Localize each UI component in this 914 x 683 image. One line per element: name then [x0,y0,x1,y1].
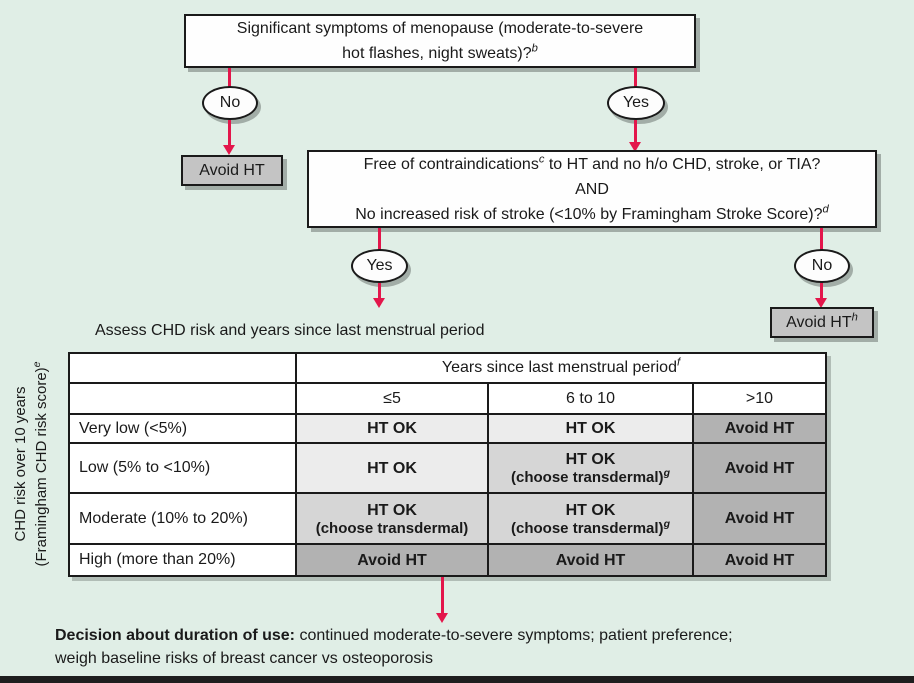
footnote-sup-h: h [851,311,858,324]
row-label-very-low: Very low (<5%) [68,413,297,444]
row-label-moderate: Moderate (10% to 20%) [68,492,297,545]
table-row: Low (5% to <10%) HT OK HT OK (choose tra… [68,442,827,494]
chd-risk-table: Years since last menstrual periodf ≤5 6 … [68,352,827,577]
cell-verylow-6to10: HT OK [487,413,694,444]
cell-moderate-gt10: Avoid HT [692,492,827,545]
table-row: Moderate (10% to 20%) HT OK (choose tran… [68,492,827,545]
connector-line [228,68,231,87]
cell-high-6to10: Avoid HT [487,543,694,577]
table-row: High (more than 20%) Avoid HT Avoid HT A… [68,543,827,577]
connector-line [378,228,381,250]
table-corner-cell [68,382,297,415]
footnote-sup-d: d [822,203,829,216]
side-label-line2: (Framingham CHD risk score)e [31,361,50,567]
question1-line2: hot flashes, night sweats)?b [342,42,538,62]
connector-line [634,120,637,144]
row-label-high: High (more than 20%) [68,543,297,577]
connector-line [441,577,444,615]
table-corner-cell [68,352,297,384]
col-header-le5: ≤5 [295,382,489,415]
connector-line [634,68,637,87]
cell-moderate-le5: HT OK (choose transdermal) [295,492,489,545]
yes-oval-top: Yes [607,86,665,120]
cell-low-6to10: HT OK (choose transdermal)g [487,442,694,494]
col-header-gt10: >10 [692,382,827,415]
duration-note-rest: continued moderate-to-severe symptoms; p… [295,627,733,644]
footnote-sup-g: g [663,517,670,530]
footnote-sup-g: g [663,467,670,479]
connector-line [820,283,823,300]
arrowhead-down [373,298,385,308]
arrowhead-down [436,613,448,623]
footnote-sup-f: f [676,356,681,369]
duration-note-lead: Decision about duration of use: [55,627,296,644]
question2-line3: No increased risk of stroke (<10% by Fra… [355,203,829,223]
cell-high-le5: Avoid HT [295,543,489,577]
cell-low-le5: HT OK [295,442,489,494]
duration-note-line2: weigh baseline risks of breast cancer vs… [55,650,433,667]
row-label-low: Low (5% to <10%) [68,442,297,494]
table-side-label: CHD risk over 10 years (Framingham CHD r… [4,344,60,584]
cell-low-gt10: Avoid HT [692,442,827,494]
question2-line2: AND [575,180,609,198]
question1-line1: Significant symptoms of menopause (moder… [236,20,644,37]
footnote-sup-c: c [538,153,545,166]
footnote-sup-b: b [531,42,538,55]
avoid-ht-box-left: Avoid HT [181,155,283,186]
no-oval-right: No [794,249,850,283]
no-oval-left: No [202,86,258,120]
avoid-ht-box-right: Avoid HTh [770,307,874,338]
arrowhead-down [629,142,641,152]
connector-line [228,120,231,147]
cell-moderate-6to10: HT OK (choose transdermal)g [487,492,694,545]
side-label-line1: CHD risk over 10 years [12,386,29,542]
table-row: Very low (<5%) HT OK HT OK Avoid HT [68,413,827,444]
yes-oval-bottom: Yes [351,249,408,283]
duration-decision-note: Decision about duration of use: continue… [55,624,900,670]
arrowhead-down [815,298,827,308]
connector-line [820,228,823,250]
question-box-menopause-symptoms: Significant symptoms of menopause (moder… [184,14,696,68]
cell-verylow-le5: HT OK [295,413,489,444]
col-header-6to10: 6 to 10 [487,382,694,415]
assess-chd-risk-label: Assess CHD risk and years since last men… [95,322,485,339]
col-group-header: Years since last menstrual periodf [295,352,827,384]
bottom-rule [0,676,914,683]
footnote-sup-e: e [31,361,43,368]
question-box-contraindications: Free of contraindicationsc to HT and no … [307,150,877,228]
question2-line1: Free of contraindicationsc to HT and no … [363,153,821,173]
cell-high-gt10: Avoid HT [692,543,827,577]
connector-line [378,283,381,300]
arrowhead-down [223,145,235,155]
cell-verylow-gt10: Avoid HT [692,413,827,444]
